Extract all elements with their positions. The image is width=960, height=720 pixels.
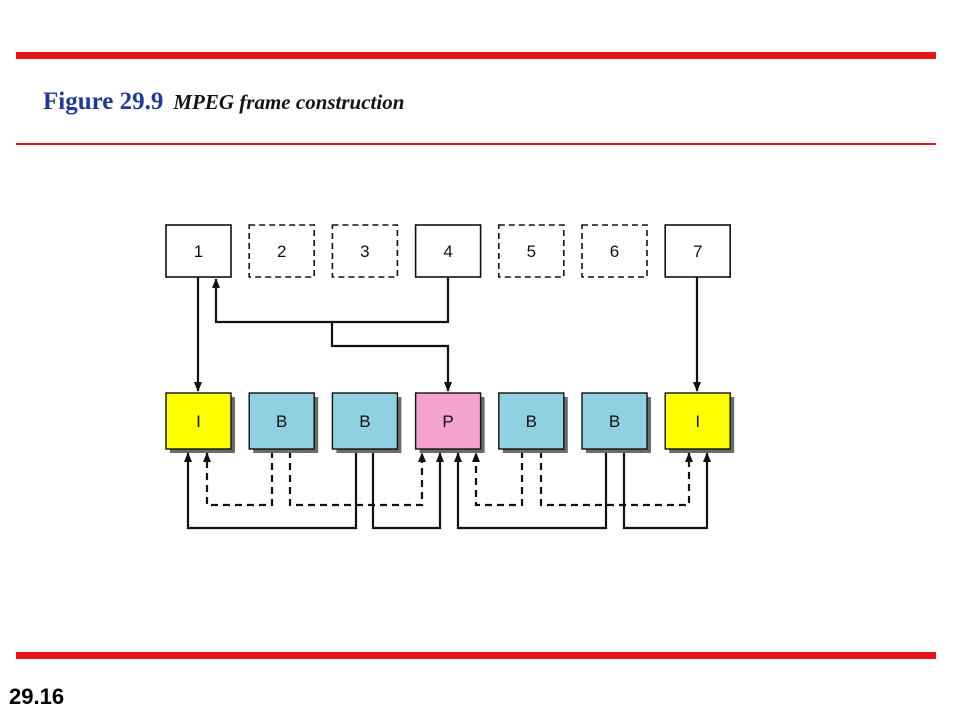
encoded-frame-b-5: B <box>498 392 568 453</box>
source-frame-2: 2 <box>248 224 315 278</box>
source-frame-label: 7 <box>693 242 702 261</box>
encoded-frame-i-7: I <box>664 392 735 453</box>
source-frame-label: 2 <box>277 242 286 261</box>
source-frame-label: 5 <box>527 242 536 261</box>
source-frame-box <box>664 224 732 278</box>
source-frame-box <box>165 224 232 278</box>
encoded-frame-label: I <box>196 412 201 431</box>
figure-title: Figure 29.9 MPEG frame construction <box>43 88 404 116</box>
arrow-b6-to-p <box>454 451 608 530</box>
encoded-frame-b-2: B <box>248 392 319 453</box>
source-frame-7: 7 <box>664 224 732 278</box>
encoded-frame-b-3: B <box>331 392 402 453</box>
source-frame-box <box>581 224 648 278</box>
encoded-frame-box <box>165 392 232 450</box>
encoded-frame-p-4: P <box>414 392 485 453</box>
source-frame-label: 3 <box>360 242 369 261</box>
source-frame-5: 5 <box>497 224 565 278</box>
arrow-b6-to-i <box>622 451 711 530</box>
arrow-b3-to-p <box>371 451 444 530</box>
title-underline <box>16 143 936 145</box>
encoded-frame-box <box>498 392 565 450</box>
encoded-frame-box <box>331 392 399 450</box>
figure-number: Figure 29.9 <box>43 88 164 115</box>
source-frame-1: 1 <box>165 224 232 278</box>
encoded-frame-label: B <box>609 412 620 431</box>
encoded-frame-label: B <box>359 412 370 431</box>
source-frame-label: 4 <box>443 242 452 261</box>
arrow-b5-to-p <box>472 451 524 507</box>
arrow-b3-to-i <box>184 451 358 530</box>
arrow-b2-to-p <box>288 451 426 507</box>
source-frame-box <box>248 224 315 278</box>
source-frame-label: 1 <box>194 242 203 261</box>
source-frame-3: 3 <box>331 224 399 278</box>
source-frame-box <box>414 224 482 278</box>
encoded-frame-label: B <box>276 412 287 431</box>
arrow-b2-to-i <box>203 451 274 507</box>
source-frame-6: 6 <box>581 224 648 278</box>
encoded-frame-box <box>581 392 648 450</box>
encoded-frame-label: P <box>442 412 453 431</box>
source-frame-box <box>331 224 399 278</box>
source-frame-row: 1 2 3 4 5 6 7 <box>165 224 732 278</box>
source-frame-label: 6 <box>610 242 619 261</box>
arrow-frame4-to-p <box>330 322 452 392</box>
source-frame-4: 4 <box>414 224 482 278</box>
bottom-rule <box>16 652 936 659</box>
encoded-frame-box <box>414 392 482 450</box>
source-frame-box <box>497 224 565 278</box>
arrow-b5-to-i <box>539 451 693 507</box>
encoded-frame-i-1: I <box>165 392 235 453</box>
arrow-frame4-to-frame1 <box>212 277 450 324</box>
encoded-frame-box <box>248 392 315 450</box>
encoded-frame-b-6: B <box>581 392 651 453</box>
top-rule <box>16 52 936 59</box>
frame-dependency-arrows <box>184 277 711 530</box>
encoded-frame-label: B <box>526 412 537 431</box>
figure-caption: MPEG frame construction <box>173 90 405 114</box>
encoded-frame-label: I <box>695 412 700 431</box>
page-number: 29.16 <box>9 684 65 709</box>
encoded-frame-box <box>664 392 731 450</box>
